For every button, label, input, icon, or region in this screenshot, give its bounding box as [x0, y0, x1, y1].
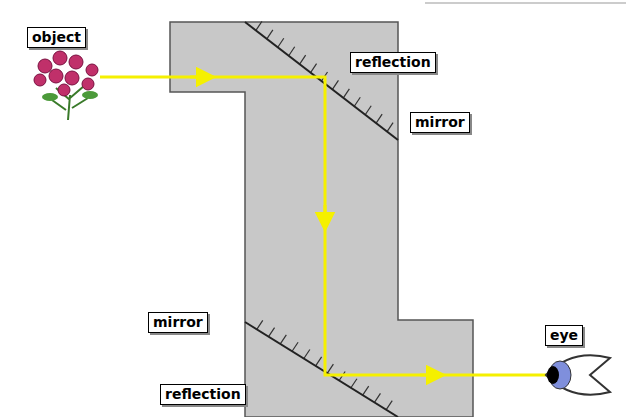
frame-line [425, 3, 626, 4]
hatch-stroke [311, 64, 317, 73]
hatch-stroke [304, 350, 310, 359]
hatch-stroke [365, 106, 371, 115]
top-mirror [245, 22, 398, 140]
bottom-mirror [245, 322, 398, 417]
ray-arrow [190, 76, 206, 79]
part-label: eye [545, 325, 583, 346]
label-text: mirror [415, 114, 465, 130]
light-ray [100, 77, 548, 375]
hatch-stroke [376, 114, 382, 123]
hatch-stroke [256, 21, 262, 30]
ray-path [100, 77, 548, 375]
flower-object [34, 51, 98, 120]
blossoms [34, 51, 98, 96]
ray-arrow [324, 205, 327, 222]
hatch-stroke [316, 357, 322, 366]
part-label: reflection [160, 384, 246, 405]
label-text: eye [550, 327, 578, 343]
eye-outline [546, 355, 610, 394]
hatch-stroke [280, 335, 286, 344]
hatch-stroke [267, 30, 273, 39]
leaf [82, 91, 98, 99]
hatch-stroke [257, 320, 263, 329]
part-label: mirror [410, 112, 470, 133]
hatch-stroke [374, 393, 380, 402]
label-text: reflection [165, 386, 241, 402]
leaf [42, 93, 58, 101]
hatch-stroke [269, 328, 275, 337]
hatch-stroke [327, 364, 333, 373]
part-label: reflection [350, 52, 436, 73]
part-label: mirror [148, 312, 208, 333]
hatch-stroke [289, 47, 295, 56]
hatch-stroke [343, 89, 349, 98]
hatch-stroke [292, 342, 298, 351]
label-text: mirror [153, 314, 203, 330]
ray-arrow [420, 374, 436, 377]
periscope-tube [170, 22, 473, 417]
hatch-stroke [363, 386, 369, 395]
eye-symbol [546, 355, 610, 394]
hatch-stroke [351, 379, 357, 388]
hatch-stroke [332, 80, 338, 89]
label-text: reflection [355, 54, 431, 70]
pupil [547, 366, 559, 384]
hatch-stroke [278, 38, 284, 47]
hatch-stroke [300, 55, 306, 64]
part-label: object [27, 27, 86, 48]
hatch-stroke [354, 97, 360, 106]
hatch-stroke [387, 123, 393, 132]
hatch-stroke [386, 401, 392, 410]
label-text: object [32, 29, 81, 45]
